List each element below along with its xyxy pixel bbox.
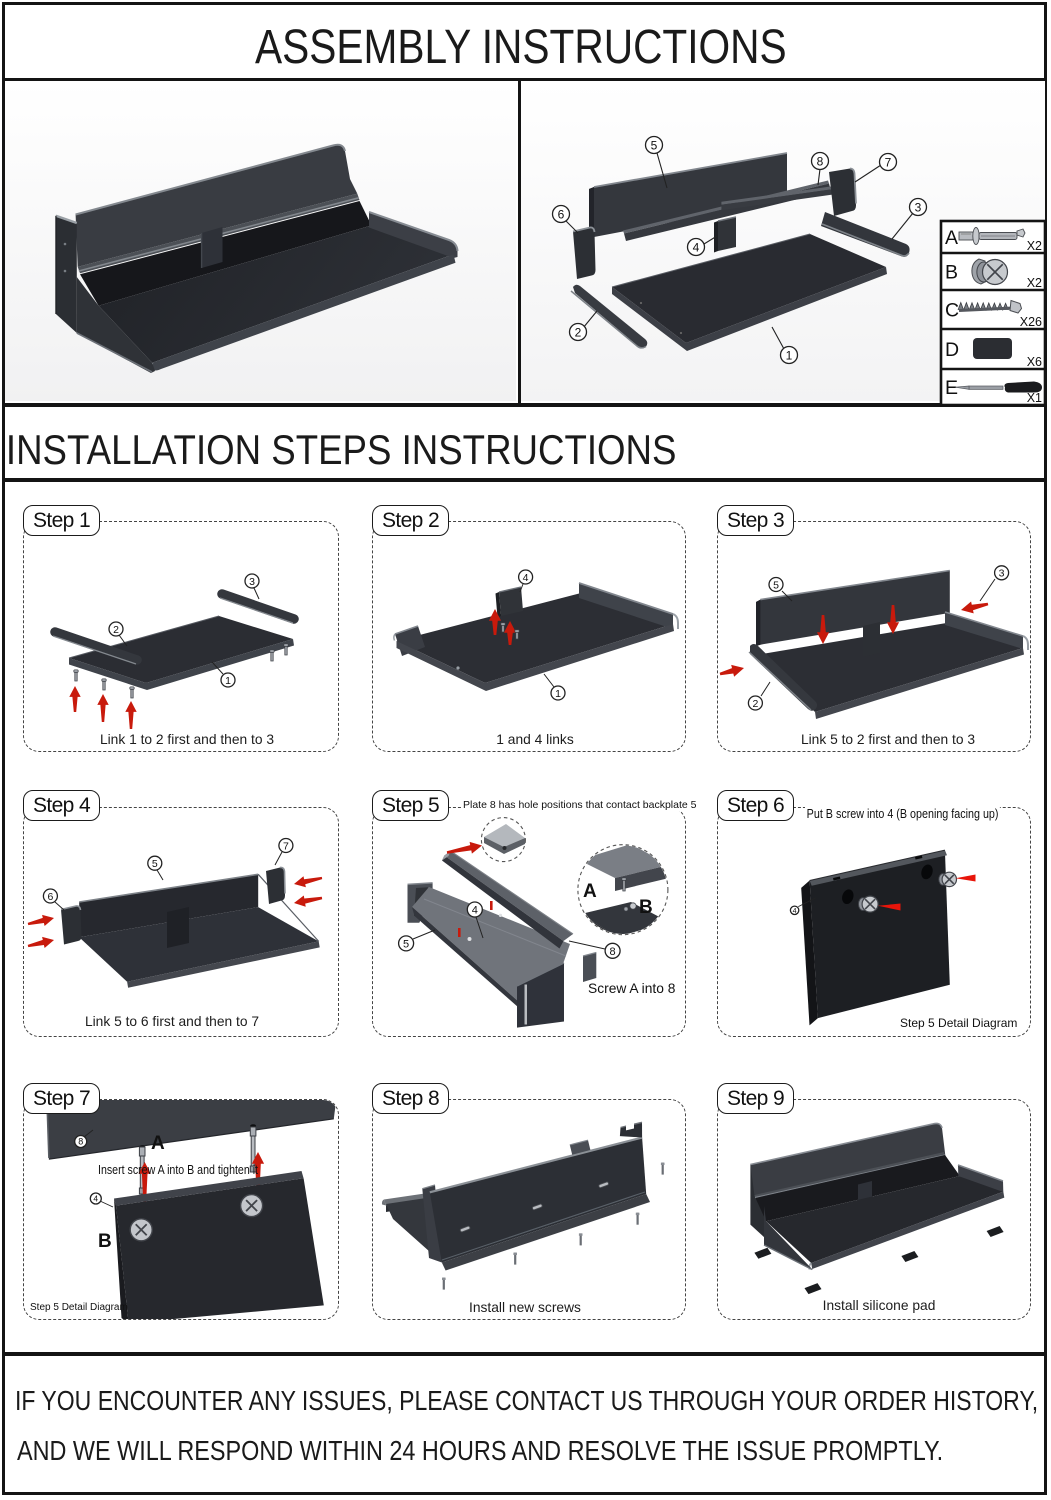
- svg-text:C: C: [945, 300, 959, 322]
- svg-text:B: B: [639, 897, 653, 918]
- svg-text:2: 2: [752, 698, 758, 710]
- svg-text:8: 8: [610, 946, 616, 958]
- svg-text:X2: X2: [1027, 276, 1042, 290]
- svg-text:8: 8: [817, 154, 824, 168]
- svg-text:4: 4: [793, 908, 797, 915]
- svg-text:A: A: [151, 1133, 165, 1154]
- svg-text:5: 5: [403, 938, 409, 950]
- svg-text:6: 6: [558, 207, 565, 221]
- svg-text:1: 1: [225, 675, 231, 687]
- svg-text:3: 3: [999, 568, 1005, 580]
- svg-text:A: A: [583, 881, 597, 902]
- svg-text:4: 4: [523, 572, 529, 584]
- svg-text:5: 5: [773, 579, 779, 591]
- svg-text:3: 3: [249, 576, 255, 588]
- svg-text:A: A: [945, 227, 958, 249]
- svg-text:4: 4: [93, 1194, 98, 1204]
- svg-text:1: 1: [786, 348, 793, 362]
- svg-text:X6: X6: [1027, 355, 1042, 369]
- svg-text:X2: X2: [1027, 239, 1042, 253]
- svg-text:2: 2: [575, 325, 582, 339]
- svg-text:4: 4: [693, 240, 700, 254]
- svg-text:7: 7: [283, 840, 289, 852]
- svg-text:X26: X26: [1020, 315, 1042, 329]
- svg-text:B: B: [945, 262, 958, 284]
- svg-text:2: 2: [113, 624, 119, 636]
- svg-text:1: 1: [555, 688, 561, 700]
- svg-text:B: B: [98, 1231, 112, 1252]
- svg-text:E: E: [945, 377, 958, 399]
- svg-text:D: D: [945, 339, 959, 361]
- svg-text:3: 3: [915, 200, 922, 214]
- svg-text:5: 5: [152, 858, 158, 870]
- svg-text:8: 8: [78, 1137, 83, 1147]
- svg-text:7: 7: [885, 155, 892, 169]
- svg-text:5: 5: [651, 138, 658, 152]
- svg-text:6: 6: [47, 891, 53, 903]
- svg-text:X1: X1: [1027, 391, 1042, 405]
- svg-text:4: 4: [472, 904, 478, 916]
